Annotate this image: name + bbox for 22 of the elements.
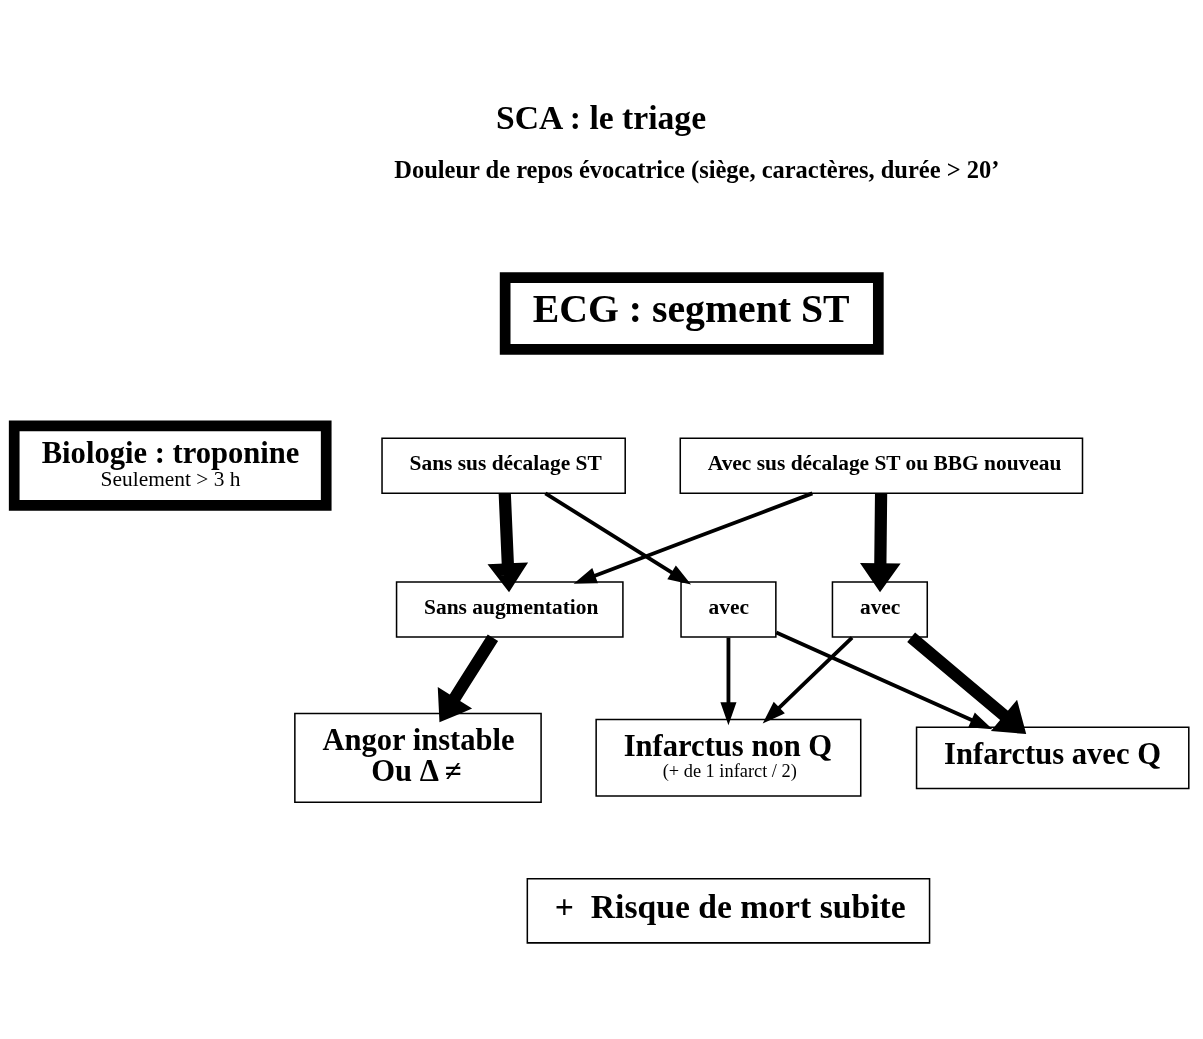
arrow	[487, 492, 529, 592]
node-box: avec	[831, 580, 929, 638]
node-box: Sans augmentation	[395, 580, 624, 638]
node-box: Infarctus avec Q	[915, 725, 1190, 789]
arrow	[544, 491, 692, 585]
node-box: Infarctus non Q (+ de 1 infarct / 2)	[595, 718, 862, 797]
arrow	[762, 635, 854, 723]
node-box: avec	[680, 580, 777, 638]
label: Douleur de repos évocatrice (siège, caractères, durée > 20’	[394, 155, 1000, 183]
node-box: Avec sus décalage ST ou BBG nouveau	[679, 436, 1084, 494]
arrow	[573, 491, 813, 584]
arrow	[437, 633, 499, 722]
node-box: Angor instable Ou Δ ≠	[294, 712, 542, 803]
arrow	[775, 630, 993, 729]
node-box: Biologie : troponine Seulement > 3 h	[8, 420, 332, 511]
diagram-title: SCA : le triage	[495, 98, 707, 136]
arrow	[720, 637, 737, 725]
node-box: Sans sus décalage ST	[381, 436, 626, 494]
arrow	[907, 632, 1027, 734]
arrow	[860, 493, 901, 592]
node-box: + Risque de mort subite	[526, 877, 931, 944]
node-box: ECG : segment ST	[499, 271, 884, 355]
